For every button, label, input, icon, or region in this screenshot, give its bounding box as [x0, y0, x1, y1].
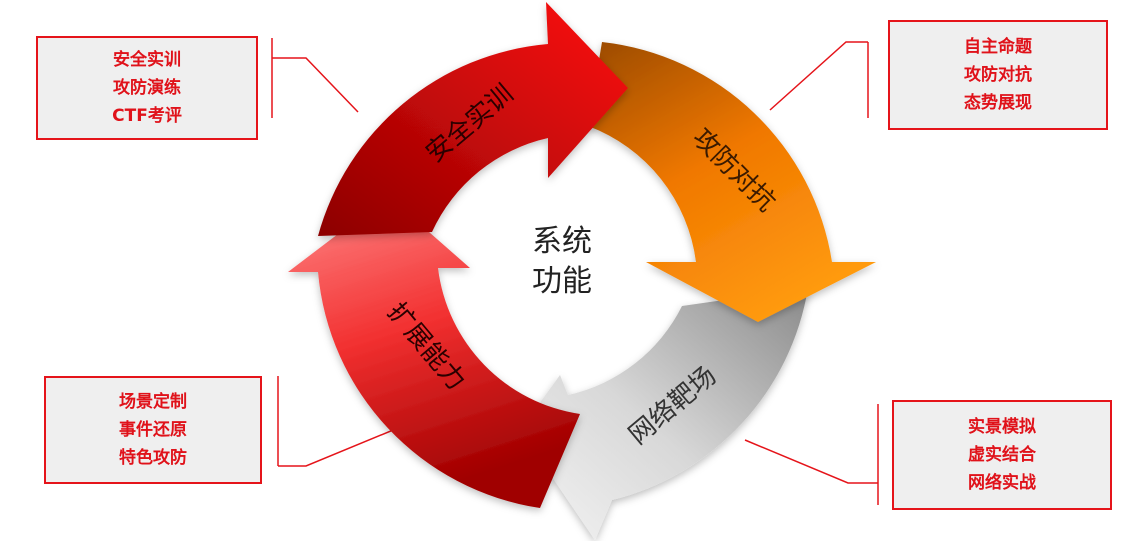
arrow-security-training [318, 2, 628, 236]
connector-bottom-right-lead [744, 439, 878, 484]
feature-item: 攻防对抗 [964, 65, 1032, 85]
feature-item: 自主命题 [964, 37, 1032, 57]
feature-item: 场景定制 [119, 392, 187, 412]
feature-box-top-right: 自主命题 攻防对抗 态势展现 [888, 20, 1108, 130]
center-title-line1: 系统 [532, 224, 592, 259]
center-title: 系统 功能 [507, 222, 617, 302]
connector-lines [271, 38, 879, 505]
feature-item: 实景模拟 [968, 417, 1036, 437]
feature-item: 虚实结合 [968, 445, 1036, 465]
feature-item: 特色攻防 [119, 448, 187, 468]
arrow-network-range [520, 288, 808, 540]
connector-bottom-left-lead [278, 427, 399, 467]
feature-item: CTF考评 [112, 106, 182, 126]
arrow-attack-defense [588, 42, 876, 322]
feature-box-bottom-right: 实景模拟 虚实结合 网络实战 [892, 400, 1112, 510]
feature-item: 事件还原 [119, 420, 187, 440]
center-title-line2: 功能 [532, 264, 592, 299]
feature-box-top-left: 安全实训 攻防演练 CTF考评 [36, 36, 258, 140]
connector-top-left-lead [272, 57, 359, 113]
connector-top-right-lead [769, 41, 868, 111]
feature-item: 网络实战 [968, 473, 1036, 493]
feature-item: 安全实训 [113, 50, 181, 70]
feature-item: 态势展现 [964, 93, 1032, 113]
feature-item: 攻防演练 [113, 78, 181, 98]
feature-box-bottom-left: 场景定制 事件还原 特色攻防 [44, 376, 262, 484]
arrow-extension [288, 196, 580, 508]
